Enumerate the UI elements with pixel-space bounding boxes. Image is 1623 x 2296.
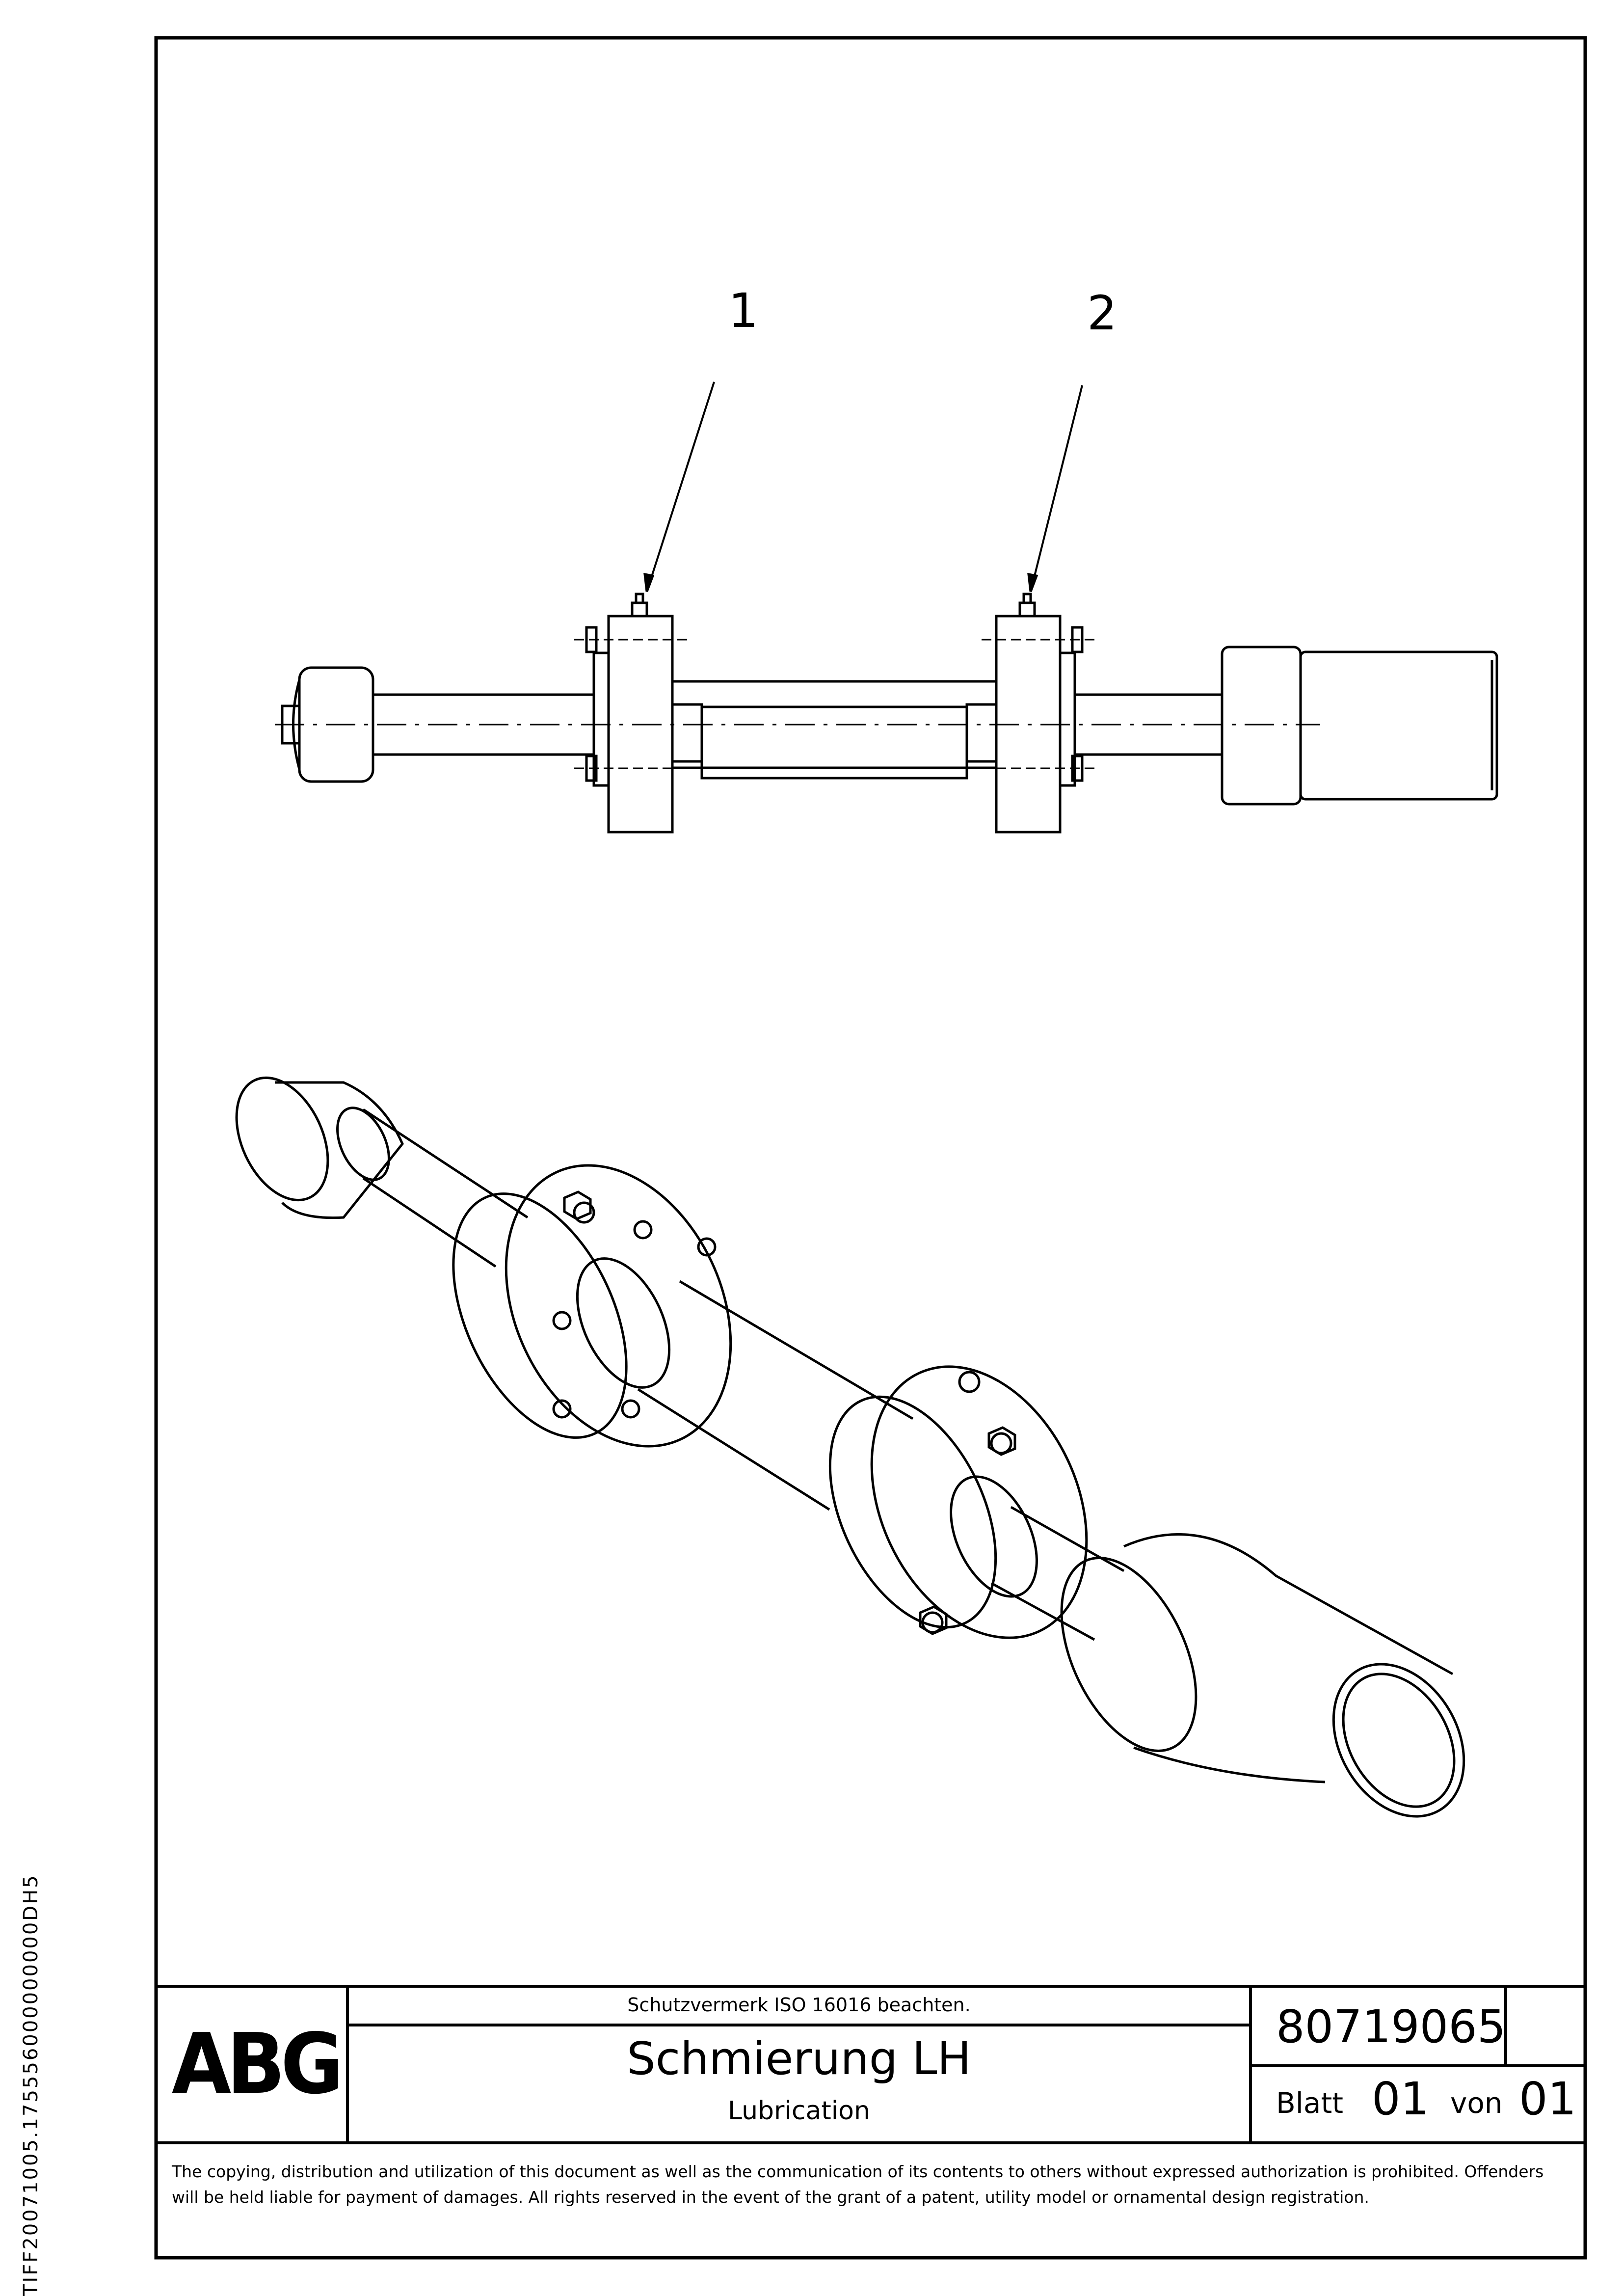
side-view [275,381,1498,834]
document-id-vertical: TIFF20071005.175556000000000DH5 [20,1874,42,2296]
title-english: Lubrication [728,2096,870,2126]
title-german: Schmierung LH [627,2032,971,2085]
protection-notice: Schutzvermerk ISO 16016 beachten. [627,1994,971,2016]
abg-logo: ABG [172,2016,344,2113]
copyright-notice: The copying, distribution and utilizatio… [172,2162,1544,2207]
sheet-label: Blatt [1276,2086,1343,2120]
callout-2: 2 [1087,286,1117,341]
sheet-total: 01 [1519,2073,1577,2125]
callout-1: 1 [728,283,759,338]
title-block-lines [156,1985,1585,2144]
sheet-number: 01 [1372,2073,1430,2125]
drawing-number: 80719065 [1276,2000,1506,2053]
isometric-view [235,1076,1465,1818]
of-label: von [1450,2086,1503,2120]
drawing-frame [154,36,1587,2260]
